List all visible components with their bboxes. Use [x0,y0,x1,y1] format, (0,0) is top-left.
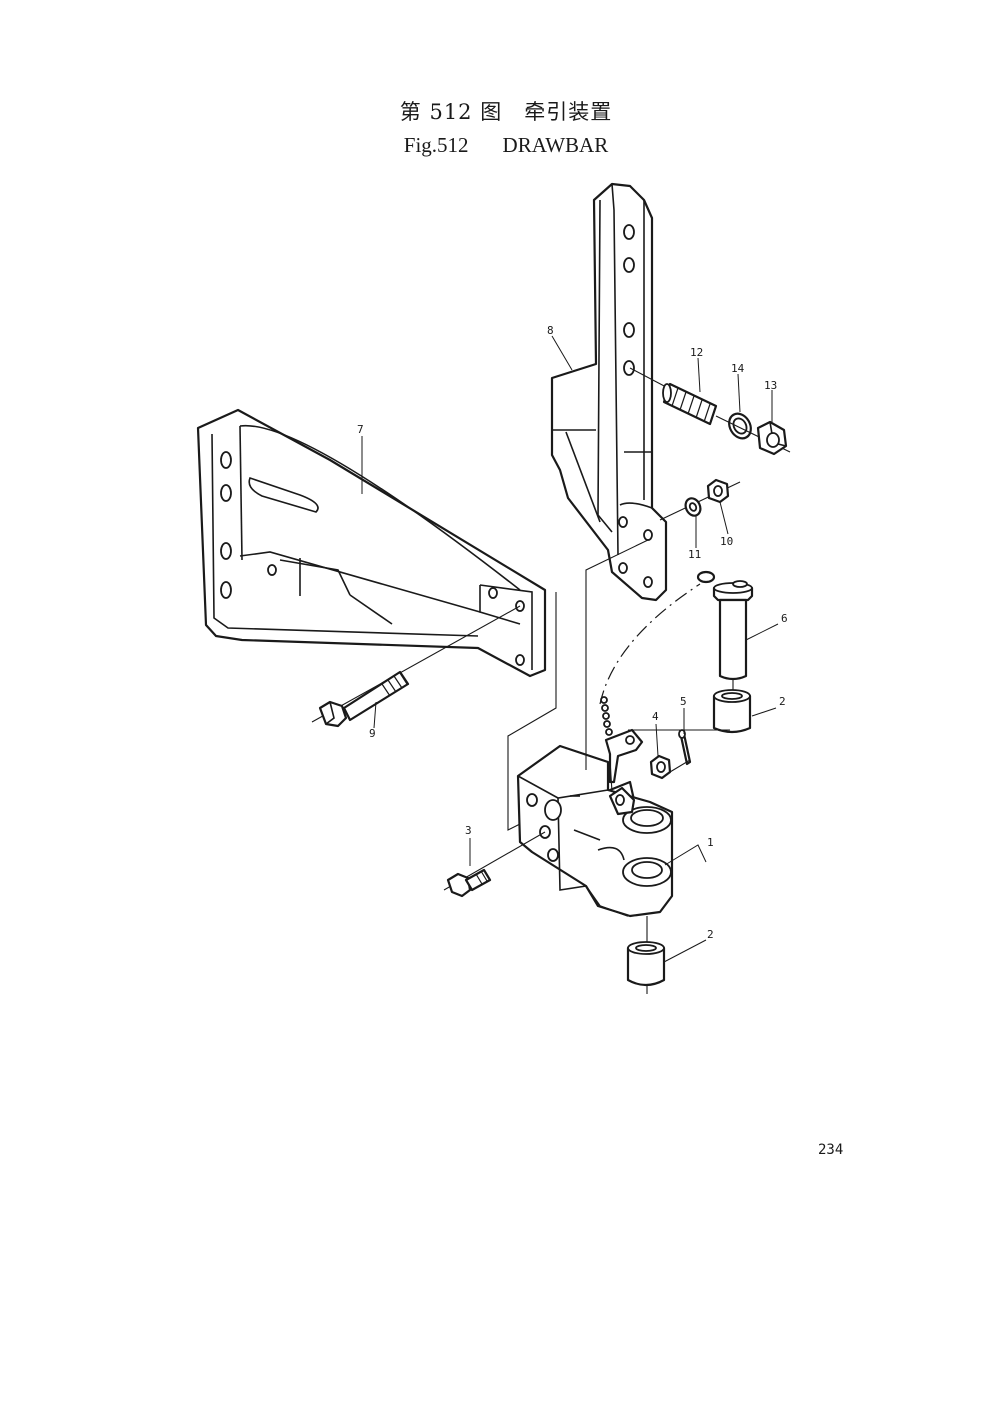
part-10-small-nut [659,478,741,521]
callout-14: 14 [731,362,745,375]
callout-6: 6 [781,612,788,625]
figure-title-chinese: 第 512 图 牵引装置 [399,100,613,124]
callouts: 1 2 2 3 4 5 6 7 8 9 10 11 12 [357,324,788,963]
part-11-washer [684,497,702,517]
callout-2-lower: 2 [707,928,714,941]
callout-13: 13 [764,379,777,392]
callout-3: 3 [465,824,472,837]
part-8-support-bracket [550,182,668,602]
part-12-threaded-stud [629,367,718,426]
callout-11: 11 [688,548,701,561]
callout-7: 7 [357,423,364,436]
part-13-nut [715,415,791,456]
callout-5: 5 [680,695,687,708]
callout-12: 12 [690,346,703,359]
callout-8: 8 [547,324,554,337]
callout-9: 9 [369,727,376,740]
callout-1: 1 [707,836,714,849]
part-5-cotter-pin [678,729,692,766]
callout-4: 4 [652,710,659,723]
assembly-lines [507,539,649,831]
part-9-long-bolt [311,605,521,728]
part-6-drawbar-pin [599,570,754,705]
part-3-bolt [443,831,546,898]
part-2-lower-bushing [626,916,666,994]
page-number: 234 [818,1142,844,1158]
part-2-upper-bushing [712,689,752,734]
callout-10: 10 [720,535,733,548]
callout-2-upper: 2 [779,695,786,708]
part-1-drawbar-clevis [516,729,730,918]
figure-number: Fig.512 [403,133,469,157]
figure-name: DRAWBAR [502,133,609,157]
part-7-frame-bracket [196,408,547,678]
figure-title-english: Fig.512 DRAWBAR [0,133,992,158]
part-14-lock-washer [728,412,752,440]
part-4-nut [649,754,672,780]
